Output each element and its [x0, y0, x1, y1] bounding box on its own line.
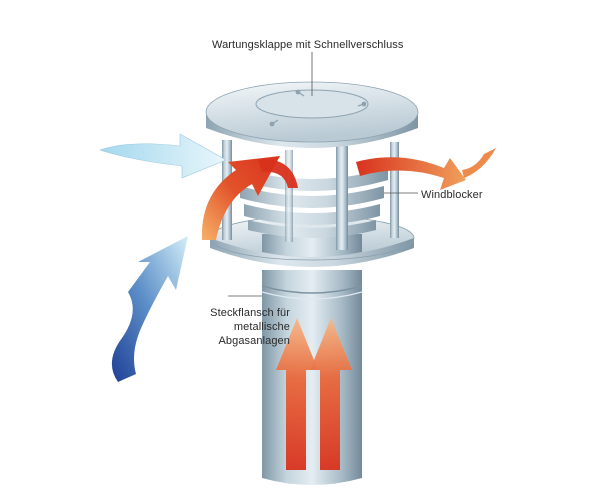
label-flange: Steckflansch für metallische Abgasanlage… [180, 306, 290, 348]
label-wind-blocker: Windblocker [421, 189, 483, 201]
leader-lines [228, 52, 418, 297]
hot-air-arrow-left [276, 318, 318, 470]
label-maintenance-flap: Wartungsklappe mit Schnellverschluss [212, 39, 404, 51]
label-flange-line2: metallische [233, 321, 290, 333]
cold-air-arrow-twisted [111, 236, 188, 382]
cover-plate [205, 81, 419, 148]
hot-air-arrow-exit-right [356, 148, 496, 190]
label-flange-line1: Steckflansch für [210, 307, 290, 319]
hot-air-arrow-curve-left [201, 156, 298, 240]
label-flange-line3: Abgasanlagen [218, 335, 290, 347]
exhaust-pipe [261, 270, 363, 485]
hot-air-arrow-right [310, 318, 352, 470]
cold-air-arrow-top [99, 133, 227, 179]
